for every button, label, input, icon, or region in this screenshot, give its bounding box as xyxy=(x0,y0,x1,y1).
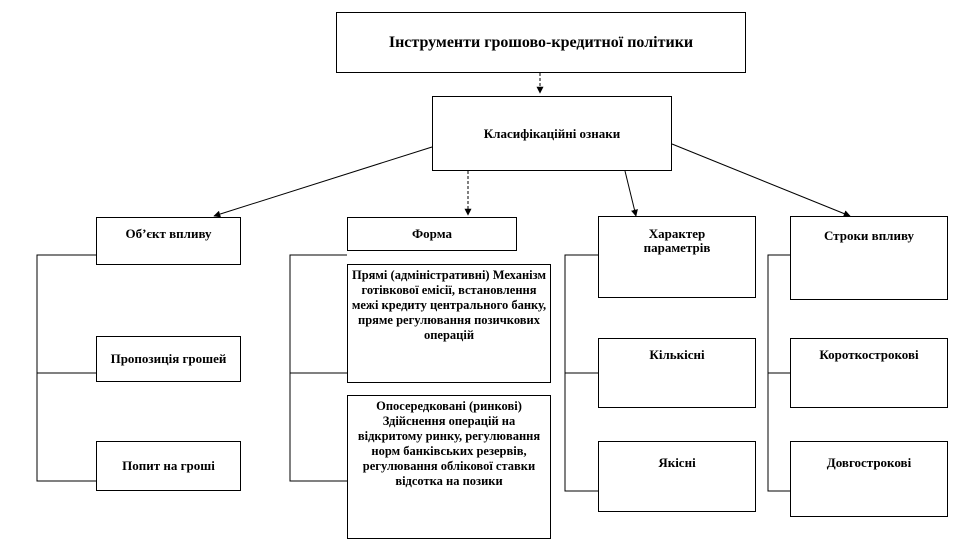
category-character-box: Характер параметрів xyxy=(598,216,756,298)
character-item-box: Кількісні xyxy=(598,338,756,408)
bracket-term xyxy=(767,254,790,492)
category-object-box: Об’єкт впливу xyxy=(96,217,241,265)
object-item-money-supply: Пропозиція грошей xyxy=(110,351,227,366)
term-item-long: Довгострокові xyxy=(826,455,912,470)
category-term-box: Строки впливу xyxy=(790,216,948,300)
object-item-box: Пропозиція грошей xyxy=(96,336,241,382)
category-form-box: Форма xyxy=(347,217,517,251)
arrow-to-term xyxy=(671,143,851,217)
title-text: Інструменти грошово-кредитної політики xyxy=(388,33,694,51)
bracket-object xyxy=(36,254,96,482)
title-box: Інструменти грошово-кредитної політики xyxy=(336,12,746,73)
form-item-indirect-text: Опосередковані (ринкові) Здійснення опер… xyxy=(357,399,541,488)
category-object-label: Об’єкт впливу xyxy=(125,226,212,241)
form-item-direct-text: Прямі (адміністративні) Механізм готівко… xyxy=(351,268,547,342)
bracket-form xyxy=(289,254,347,482)
classification-text: Класифікаційні ознаки xyxy=(483,125,621,141)
category-character-label: Характер параметрів xyxy=(643,226,711,255)
classification-box: Класифікаційні ознаки xyxy=(432,96,672,171)
term-item-short: Короткострокові xyxy=(819,347,919,362)
category-form-label: Форма xyxy=(412,226,452,241)
category-term-label: Строки впливу xyxy=(823,228,915,243)
form-item-indirect-box: Опосередковані (ринкові) Здійснення опер… xyxy=(347,395,551,539)
object-item-money-demand: Попит на гроші xyxy=(122,458,215,473)
term-item-box: Довгострокові xyxy=(790,441,948,517)
character-item-quantitative: Кількісні xyxy=(649,347,705,362)
character-item-qualitative: Якісні xyxy=(658,455,696,470)
character-item-box: Якісні xyxy=(598,441,756,512)
arrow-to-object xyxy=(213,146,433,218)
arrow-to-character xyxy=(624,170,638,217)
bracket-character xyxy=(564,254,598,492)
object-item-box: Попит на гроші xyxy=(96,441,241,491)
form-item-direct-box: Прямі (адміністративні) Механізм готівко… xyxy=(347,264,551,383)
term-item-box: Короткострокові xyxy=(790,338,948,408)
